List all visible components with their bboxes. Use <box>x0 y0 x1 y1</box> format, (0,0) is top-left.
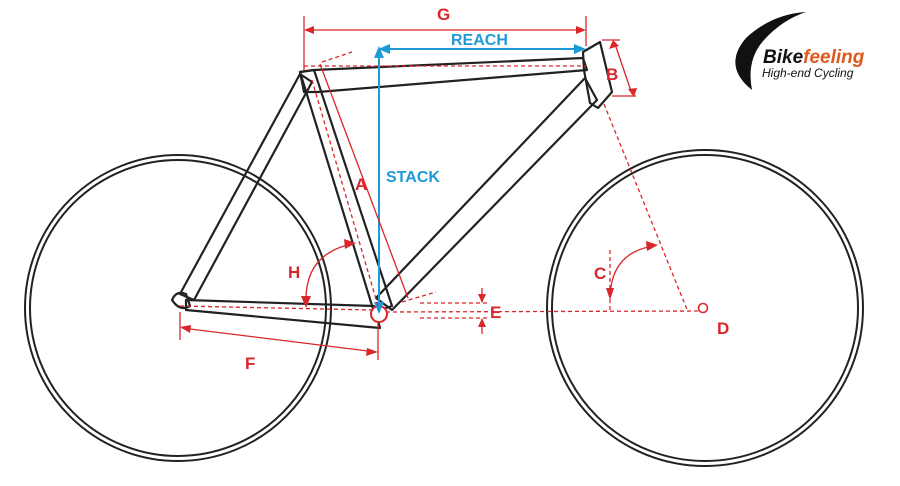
dimension-h <box>301 239 356 308</box>
logo-tagline: High-end Cycling <box>762 66 854 80</box>
label-a: A <box>355 175 367 194</box>
bike-frame <box>170 40 614 330</box>
label-stack: STACK <box>386 169 440 186</box>
dimension-g <box>303 16 587 70</box>
reach-dimension <box>378 44 586 54</box>
bikefeeling-logo: Bikefeeling High-end Cycling <box>735 12 865 90</box>
dimension-b <box>602 39 637 97</box>
front-hub <box>697 302 709 314</box>
logo-swoosh <box>735 12 806 90</box>
hub-baseline <box>385 310 699 313</box>
label-c: C <box>594 264 606 283</box>
dimension-e <box>420 288 488 334</box>
dimension-f <box>179 312 379 360</box>
stack-dimension <box>374 46 384 314</box>
label-e: E <box>490 303 501 322</box>
logo-brand-dark: Bike <box>763 47 804 68</box>
label-d: D <box>717 319 729 338</box>
rear-baseline <box>179 305 373 311</box>
label-g: G <box>437 5 450 24</box>
logo-brand: Bikefeeling <box>763 47 865 68</box>
logo-brand-accent: feeling <box>803 47 865 68</box>
dimension-c <box>603 103 689 313</box>
label-b: B <box>606 65 618 84</box>
rear-wheel <box>24 154 332 462</box>
label-f: F <box>245 354 255 373</box>
label-h: H <box>288 263 300 282</box>
label-reach: REACH <box>451 32 508 49</box>
front-wheel <box>546 149 864 467</box>
dimension-a <box>311 51 437 307</box>
